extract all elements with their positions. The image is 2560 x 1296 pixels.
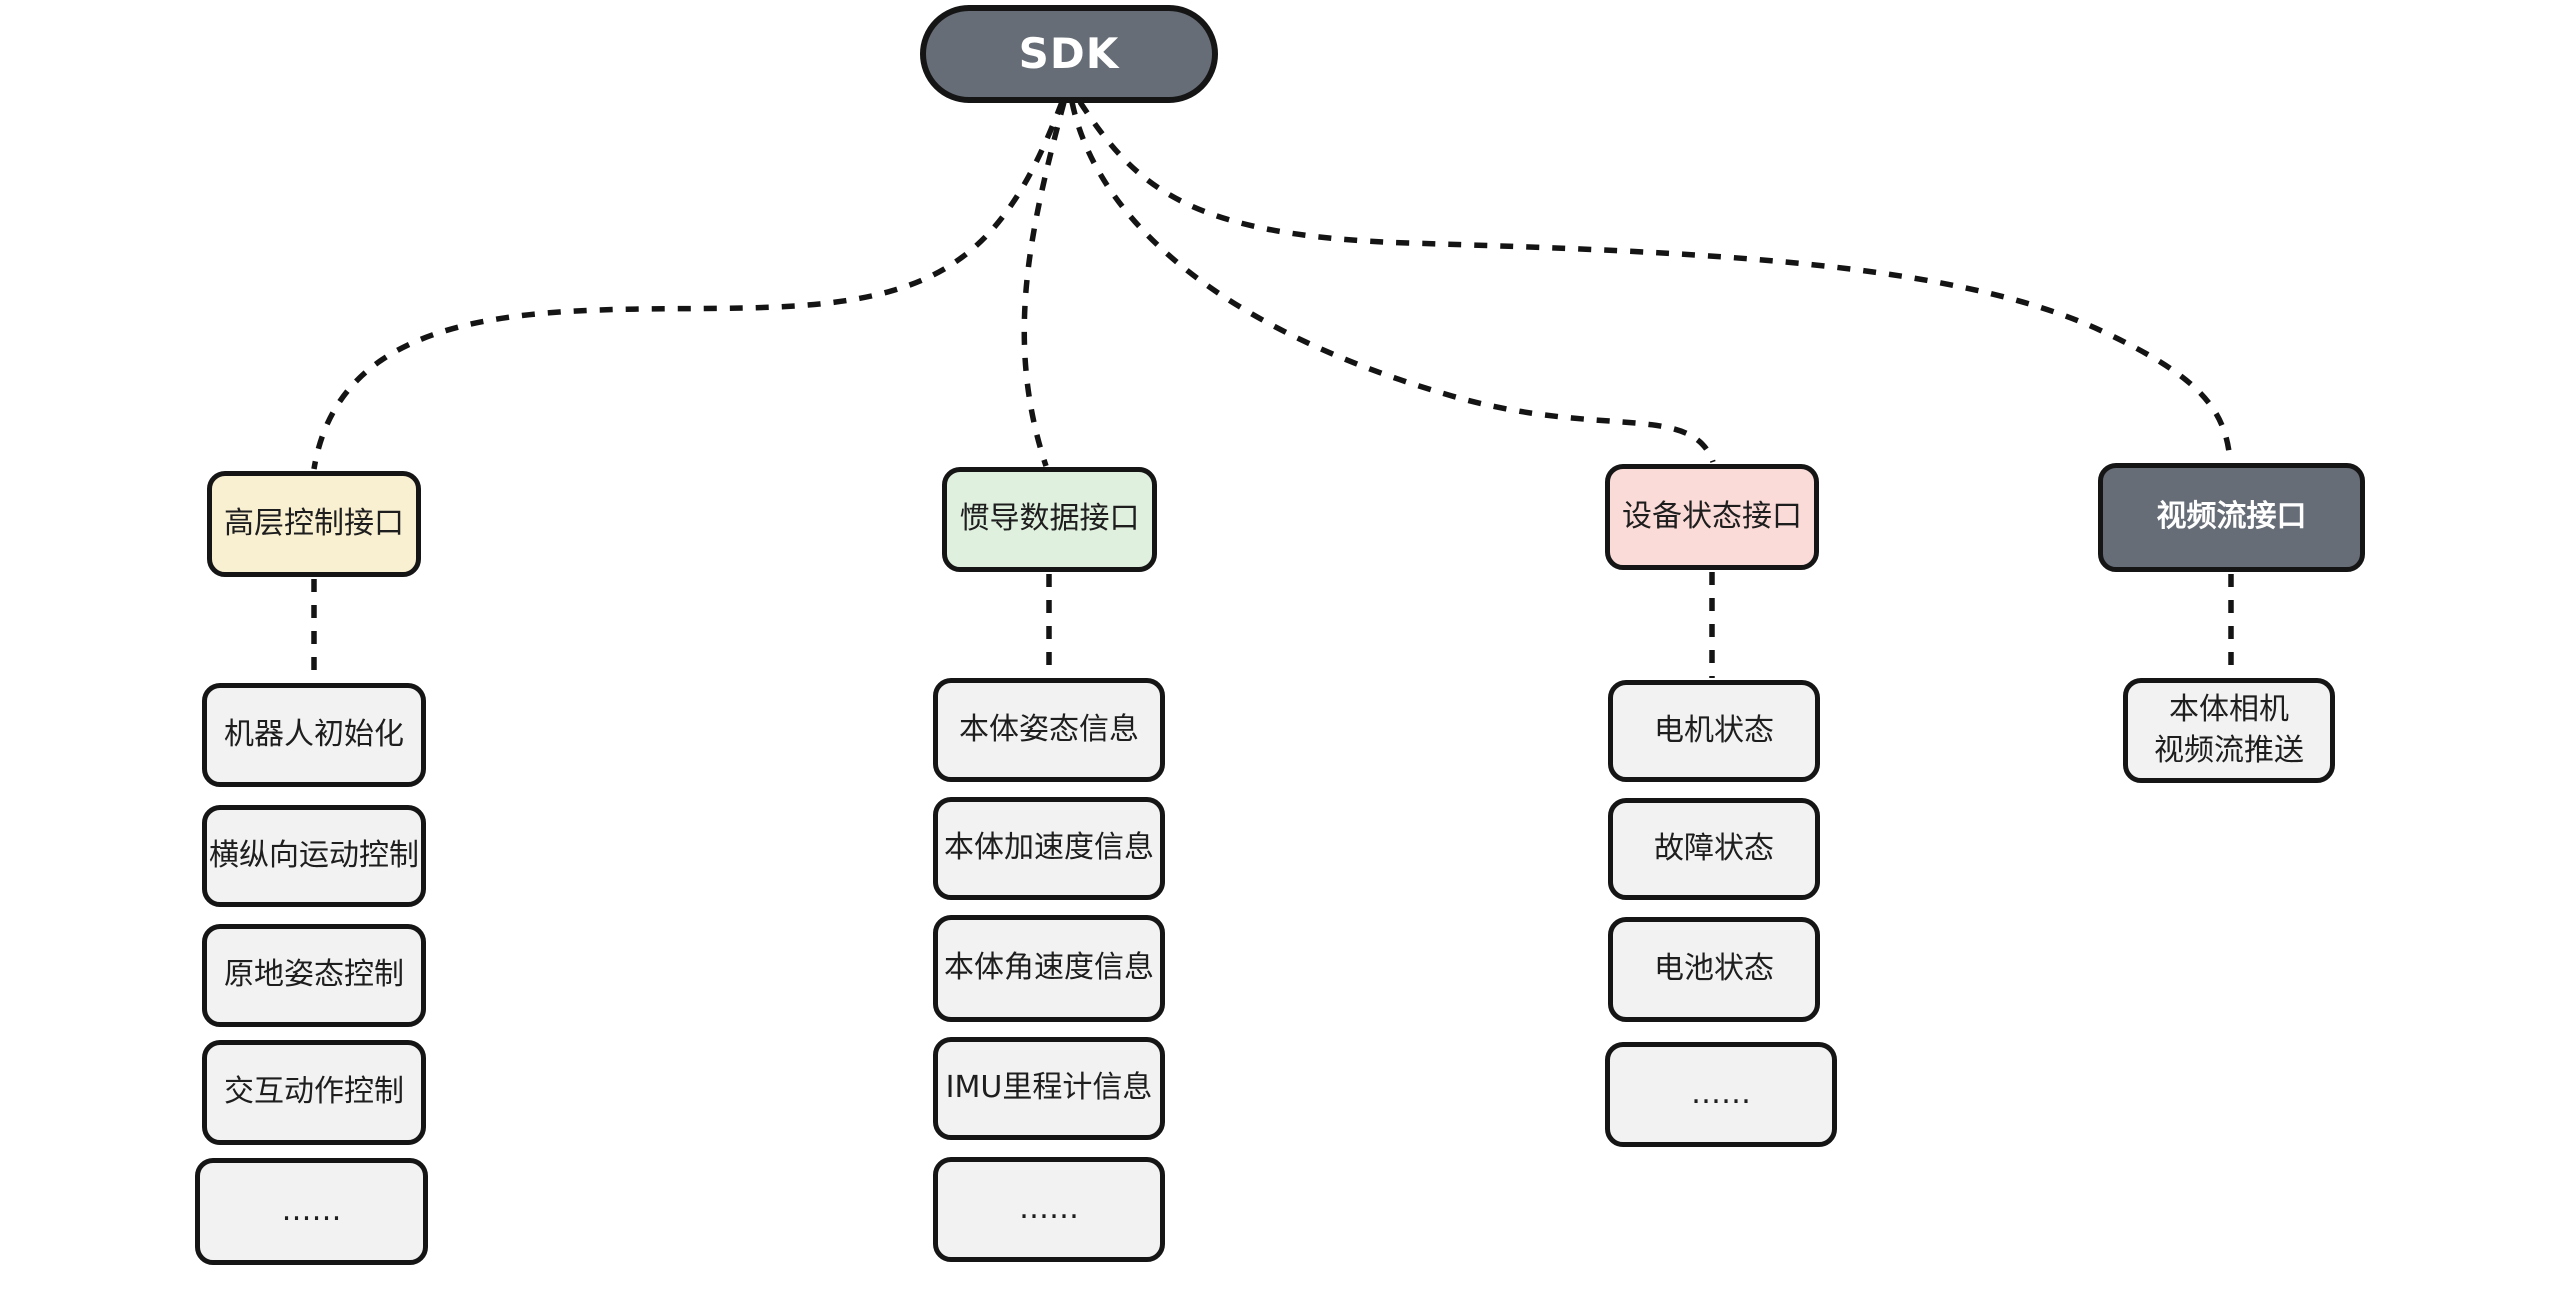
connector-sdk-to-video-stream [1077, 100, 2233, 462]
node-interactive-action-control: 交互动作控制 [202, 1040, 426, 1145]
node-imu-more: …… [933, 1157, 1165, 1262]
node-imu-odometry-info: IMU里程计信息 [933, 1037, 1165, 1140]
connector-sdk-to-device-status [1069, 101, 1716, 463]
node-body-angular-velocity-info: 本体角速度信息 [933, 915, 1165, 1022]
node-fault-status: 故障状态 [1608, 798, 1820, 900]
node-robot-initialization: 机器人初始化 [202, 683, 426, 787]
node-body-camera-video-push: 本体相机 视频流推送 [2123, 678, 2335, 783]
node-body-acceleration-info: 本体加速度信息 [933, 797, 1165, 900]
node-device-more: …… [1605, 1042, 1837, 1147]
node-high-level-control-interface: 高层控制接口 [207, 471, 421, 577]
node-battery-status: 电池状态 [1608, 917, 1820, 1022]
node-lateral-longitudinal-motion-control: 横纵向运动控制 [202, 805, 426, 907]
node-motor-status: 电机状态 [1608, 680, 1820, 782]
sdk-root-node: SDK [920, 5, 1218, 103]
node-imu-data-interface: 惯导数据接口 [942, 467, 1157, 572]
connector-sdk-to-imu-data [1021, 101, 1067, 467]
node-high-level-more: …… [195, 1158, 428, 1265]
connector-sdk-to-high-level-control [311, 101, 1065, 470]
node-device-status-interface: 设备状态接口 [1605, 464, 1819, 570]
node-body-posture-info: 本体姿态信息 [933, 678, 1165, 782]
node-in-place-posture-control: 原地姿态控制 [202, 924, 426, 1027]
node-video-stream-interface: 视频流接口 [2098, 463, 2365, 572]
